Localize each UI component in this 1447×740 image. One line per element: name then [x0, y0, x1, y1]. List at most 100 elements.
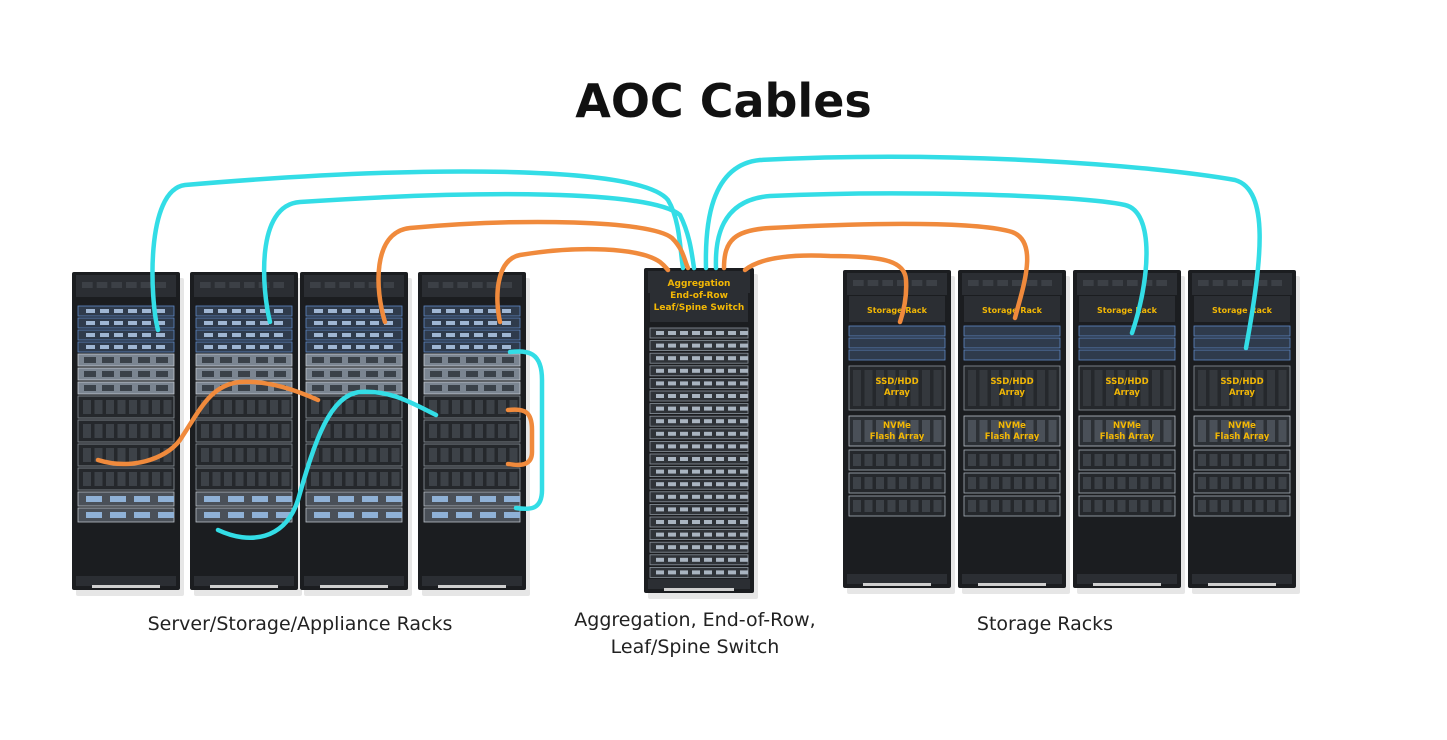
rack-vent	[200, 282, 211, 288]
port	[656, 444, 664, 449]
drive-slot	[486, 472, 495, 486]
drive-slot	[1117, 477, 1126, 489]
port	[728, 482, 736, 487]
drive-slot	[281, 448, 290, 462]
port-led	[100, 309, 109, 313]
drive-slot	[129, 448, 137, 462]
drive-bay	[484, 385, 496, 391]
drive-slot	[440, 424, 449, 438]
nvme-slot	[1129, 420, 1137, 442]
rack-unit	[305, 317, 403, 329]
rack-unit	[1078, 472, 1176, 494]
rack-vent	[126, 282, 137, 288]
drive-slot	[391, 424, 400, 438]
rack-base	[1192, 574, 1292, 584]
drive-slot	[1209, 454, 1218, 466]
drive-slot	[1025, 477, 1034, 489]
drive-slot	[311, 424, 319, 438]
drive-slot	[1002, 477, 1011, 489]
drive-slot	[1209, 500, 1218, 512]
rack-unit	[848, 325, 946, 337]
drive-slot	[224, 448, 232, 462]
drive-slot	[1198, 477, 1206, 489]
port	[692, 570, 700, 575]
drive-slot	[1106, 370, 1114, 406]
drive-bay	[138, 371, 150, 377]
drive-slot	[979, 500, 988, 512]
drive-slot	[429, 400, 437, 414]
drive-slot	[1025, 454, 1034, 466]
port-led	[260, 309, 269, 313]
port	[716, 368, 724, 373]
port-led	[260, 333, 269, 337]
drive-slot	[933, 454, 942, 466]
drive-slot	[452, 448, 460, 462]
port	[704, 381, 712, 386]
led-bar	[480, 512, 496, 518]
drive-bay	[220, 357, 232, 363]
drive-bay	[366, 357, 378, 363]
port	[680, 431, 688, 436]
drive-slot	[270, 400, 278, 414]
drive-bay	[330, 371, 342, 377]
drive-slot	[129, 424, 137, 438]
drive-bay	[202, 385, 214, 391]
nvme-slot	[853, 420, 861, 442]
rack-vent	[911, 280, 923, 286]
drive-slot	[1140, 454, 1149, 466]
drive-slot	[440, 448, 449, 462]
nvme-slot	[1014, 420, 1022, 442]
rack-unit	[1078, 349, 1176, 361]
rack-vent	[897, 280, 908, 286]
port	[680, 368, 688, 373]
port	[716, 532, 724, 537]
drive-slot	[212, 448, 221, 462]
led-bar	[276, 512, 292, 518]
nvme-slot	[1117, 420, 1126, 442]
drive-slot	[247, 472, 255, 486]
nvme-slot	[1278, 420, 1287, 442]
port	[680, 444, 688, 449]
aoc-cable-orange-4	[495, 246, 671, 325]
rack-unit	[1193, 495, 1291, 517]
rack-vent	[354, 282, 365, 288]
drive-slot	[1140, 477, 1149, 489]
drive-slot	[864, 454, 873, 466]
drive-slot	[1014, 477, 1022, 489]
rack-unit	[305, 341, 403, 353]
drive-slot	[163, 424, 172, 438]
port	[680, 532, 688, 537]
rack-feet	[863, 583, 931, 586]
drive-slot	[864, 477, 873, 489]
port	[656, 520, 664, 524]
drive-slot	[498, 400, 506, 414]
drive-bay	[312, 357, 324, 363]
drive-slot	[1002, 500, 1011, 512]
port	[668, 494, 676, 499]
port-led	[204, 309, 213, 313]
rack-vent	[1212, 280, 1224, 286]
drive-bay	[256, 357, 268, 363]
drive-slot	[258, 400, 267, 414]
port	[740, 331, 748, 335]
port	[656, 507, 664, 512]
rack-vent	[310, 282, 321, 288]
drive-slot	[498, 472, 506, 486]
port	[656, 570, 664, 575]
rack-vent	[229, 282, 240, 288]
drive-slot	[899, 454, 907, 466]
rack-unit	[1193, 472, 1291, 494]
port	[728, 457, 736, 461]
drive-slot	[1267, 500, 1275, 512]
drive-slot	[163, 400, 172, 414]
drive-bay	[238, 371, 250, 377]
port-led	[474, 333, 483, 337]
drive-slot	[1163, 370, 1172, 406]
rack-vent	[1198, 280, 1209, 286]
drive-bay	[502, 357, 514, 363]
drive-slot	[1209, 477, 1218, 489]
nvme-slot	[1140, 420, 1149, 442]
nvme-slot	[899, 420, 907, 442]
port-led	[86, 309, 95, 313]
